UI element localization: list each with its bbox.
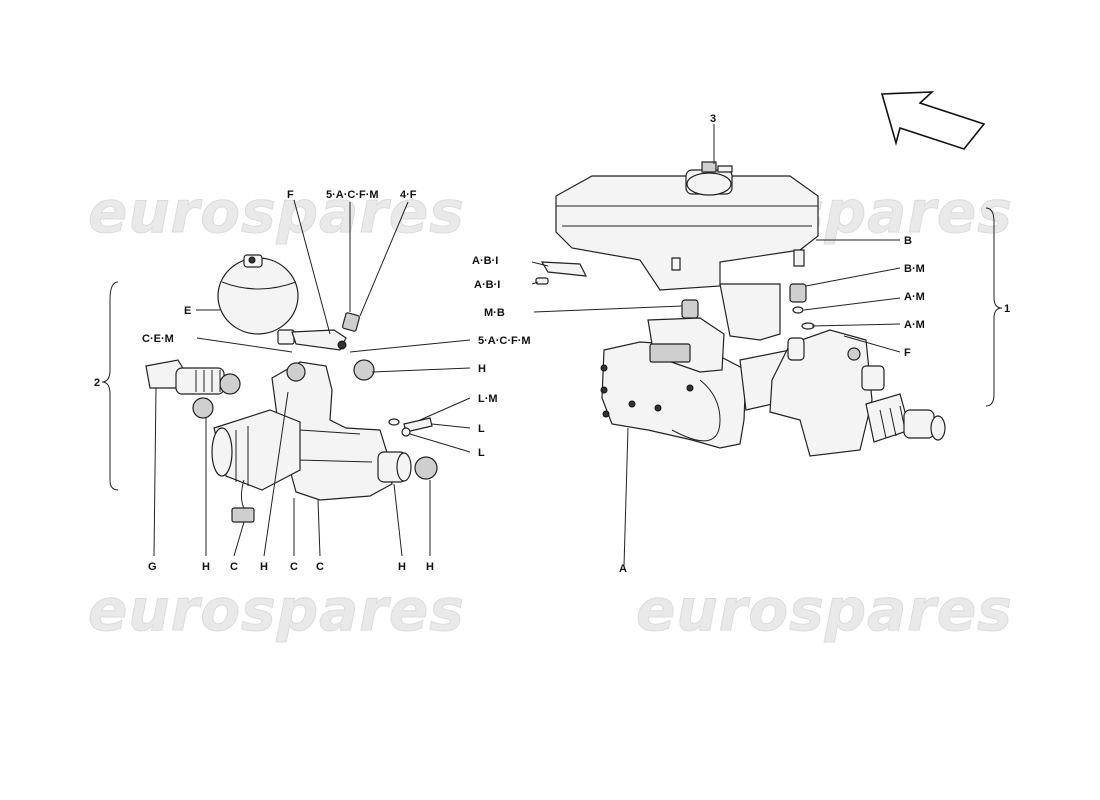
callout-label: B·M (904, 263, 925, 275)
callout-label: B (904, 235, 912, 247)
callout-label: A·B·I (474, 279, 500, 291)
callout-label: 4·F (400, 189, 417, 201)
watermark-text: eurospares (88, 576, 465, 644)
watermark-layer: eurospares eurospares eurospares eurospa… (88, 178, 1013, 645)
callout-label: L (478, 423, 485, 435)
sealing-cap (353, 359, 375, 381)
callout-label: H (426, 561, 434, 573)
hydraulic-pump-body (271, 361, 412, 501)
callout-label: C·E·M (142, 333, 174, 345)
direction-arrow-icon (880, 91, 986, 150)
callout-labels: F 5·A·C·F·M 4·F E C·E·M 5·A·C·F·M H L·M … (94, 113, 1010, 575)
callout-label: H (478, 363, 486, 375)
callout-label: L (478, 447, 485, 459)
fluid-reservoir (555, 161, 819, 341)
leader-lines-right (531, 124, 1003, 567)
bracket-and-washers (388, 417, 433, 437)
callout-label: F (287, 189, 294, 201)
callout-label: C (316, 561, 324, 573)
pressure-switch (145, 359, 241, 395)
sealing-cap (192, 397, 214, 419)
watermark-text: eurospares (88, 178, 465, 246)
callout-label: H (202, 561, 210, 573)
callout-label: 5·A·C·F·M (478, 335, 531, 347)
callout-label: M·B (484, 307, 505, 319)
callout-label: H (260, 561, 268, 573)
left-assembly (145, 254, 438, 523)
callout-label: C (290, 561, 298, 573)
pipe-fitting (291, 312, 360, 351)
valve-block (769, 329, 946, 457)
group-number: 1 (1004, 303, 1010, 315)
callout-label: 3 (710, 113, 716, 125)
callout-label: L·M (478, 393, 498, 405)
callout-label: C (230, 561, 238, 573)
callout-label: 5·A·C·F·M (326, 189, 379, 201)
sealing-cap (414, 456, 438, 480)
callout-label: A·M (904, 319, 925, 331)
right-assembly (535, 161, 946, 457)
callout-label: A·B·I (472, 255, 498, 267)
callout-label: A (619, 563, 627, 575)
callout-label: F (904, 347, 911, 359)
callout-label: G (148, 561, 157, 573)
watermark-text: eurospares (636, 576, 1013, 644)
group-number: 2 (94, 377, 100, 389)
accumulator-sphere (217, 254, 299, 345)
callout-label: A·M (904, 291, 925, 303)
electric-motor (211, 409, 301, 491)
reservoir-small-parts (535, 261, 815, 330)
callout-label: H (398, 561, 406, 573)
motor-wire-connector (231, 479, 255, 523)
leader-lines-left (101, 199, 471, 557)
callout-label: E (184, 305, 191, 317)
